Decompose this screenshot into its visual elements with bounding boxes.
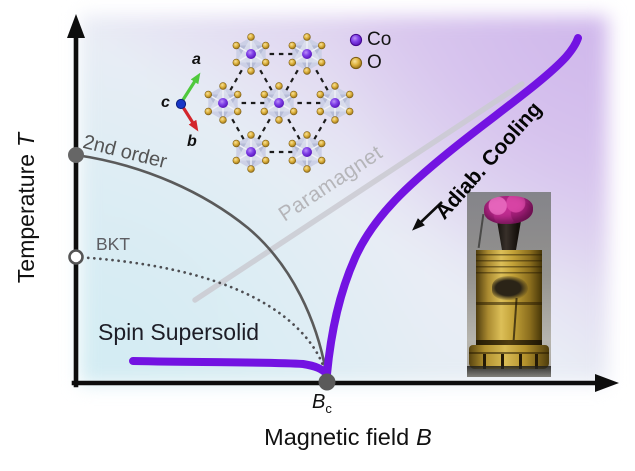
photo-base-slit	[519, 354, 522, 369]
o-legend-dot	[349, 56, 363, 70]
photo-crystal-sample	[484, 196, 533, 224]
adiab-cooling-arrow	[412, 201, 443, 231]
photo-cylinder-groove	[476, 302, 542, 305]
second-order-endpoint-dot	[68, 147, 84, 163]
co-legend-dot	[349, 33, 363, 47]
bkt-endpoint-dot	[68, 249, 84, 265]
photo-base-slit	[501, 354, 504, 369]
spin-supersolid-label: Spin Supersolid	[98, 319, 260, 345]
photo-base-groove	[469, 352, 549, 354]
co-octahedron-cluster	[204, 81, 242, 125]
y-axis-symbol: T	[13, 132, 39, 147]
co-octahedron-cluster	[232, 130, 270, 174]
co-octahedron-cluster	[288, 130, 326, 174]
crystal-lattice-inset	[204, 32, 354, 174]
photo-base-slit	[535, 354, 538, 369]
critical-field-dot	[318, 373, 336, 391]
co-octahedron-cluster	[232, 32, 270, 76]
photo-base-slit	[483, 354, 486, 369]
bkt-label: BKT	[96, 234, 131, 254]
photo-brass-cylinder	[476, 250, 542, 346]
c-axis-dot	[175, 98, 187, 110]
co-octahedron-cluster	[260, 81, 298, 125]
sample-holder-photo	[467, 192, 551, 377]
critical-field-symbol: B	[312, 391, 326, 413]
photo-cylinder-grooves	[476, 254, 542, 276]
photo-ring-gap	[476, 340, 542, 347]
legend-co-label: Co	[367, 29, 392, 50]
co-octahedron-cluster	[288, 32, 326, 76]
second-order-curve	[75, 153, 328, 373]
critical-field-label: Bc	[312, 391, 332, 416]
photo-bottom-shadow	[467, 366, 551, 377]
co-octahedron-cluster	[316, 81, 354, 125]
axis-a-label: a	[192, 51, 201, 68]
y-axis-label: Temperature T	[13, 113, 39, 303]
x-axis-symbol: B	[416, 424, 432, 450]
photo-wire	[477, 214, 485, 248]
critical-field-subscript: c	[325, 401, 332, 416]
photo-cylinder-smudge	[492, 276, 528, 300]
legend-o-label: O	[367, 52, 382, 73]
crystal-axis-triad	[175, 72, 201, 132]
y-axis-label-text: Temperature	[13, 153, 39, 284]
axis-c-label: c	[161, 94, 170, 111]
photo-brass-base	[469, 345, 549, 369]
paramagnet-line	[192, 81, 525, 303]
supersolid-phase-curve	[129, 34, 582, 383]
x-axis-label-text: Magnetic field	[264, 424, 410, 450]
axis-b-label: b	[187, 133, 197, 150]
a-axis-arrow	[179, 72, 201, 104]
